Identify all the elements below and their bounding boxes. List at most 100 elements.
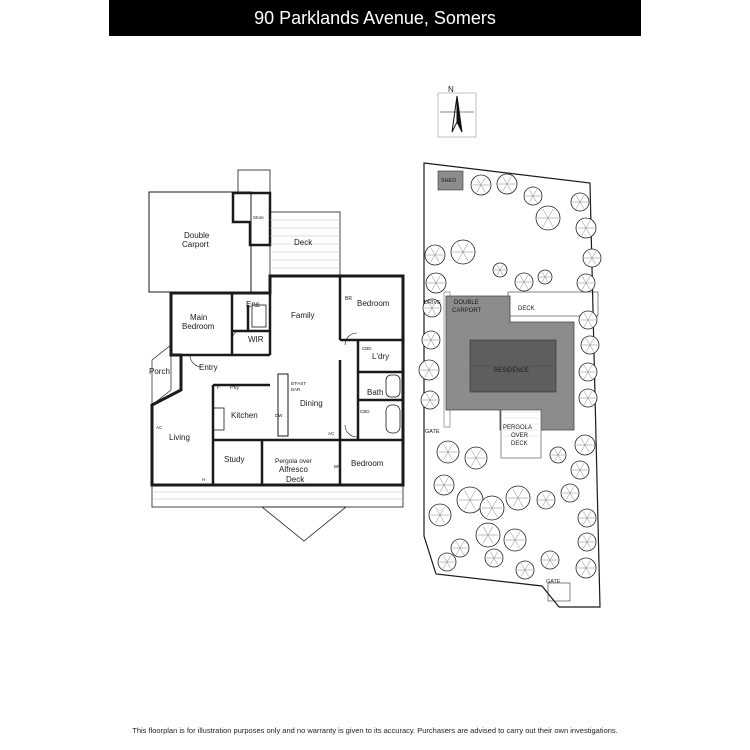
tree-branch xyxy=(520,275,525,283)
tree-branch xyxy=(491,507,498,517)
tree-branch xyxy=(583,517,588,525)
tree-branch xyxy=(443,484,449,493)
tree-branch xyxy=(581,220,587,229)
tree-branch xyxy=(541,276,546,283)
tree-branch xyxy=(469,490,476,501)
tree-branch xyxy=(588,257,593,265)
tree-branch xyxy=(502,176,508,185)
tree-branch xyxy=(546,553,551,561)
tree-branch xyxy=(581,567,587,576)
tree-branch xyxy=(541,271,546,278)
tree-branch xyxy=(430,247,436,256)
tree-branch xyxy=(424,362,430,371)
store-walls xyxy=(231,191,272,247)
room-label: Living xyxy=(169,433,190,442)
room-label: BR xyxy=(345,296,352,302)
tree-branch xyxy=(490,557,495,565)
floor-plan xyxy=(148,169,405,542)
tree-branch xyxy=(586,511,591,519)
tree-branch xyxy=(566,492,571,500)
tree-branch xyxy=(439,477,445,486)
tree-branch xyxy=(443,555,448,563)
siteplan-labels: SHED DRIVE DOUBLE CARPORT DECK RESIDENCE… xyxy=(424,178,561,585)
tree-branch xyxy=(486,507,493,517)
site-label: DOUBLE xyxy=(454,300,479,306)
tree-branch xyxy=(576,469,581,477)
tree-branch xyxy=(547,209,554,219)
tree-branch xyxy=(431,307,436,315)
tree-branch xyxy=(426,399,431,407)
tree-branch xyxy=(427,339,432,347)
disclaimer: This floorplan is for illustration purpo… xyxy=(132,726,618,735)
tree-branch xyxy=(424,369,430,378)
site-label: SHED xyxy=(441,178,456,184)
tree-branch xyxy=(462,243,469,253)
tree-branch xyxy=(429,399,434,407)
tree-branch xyxy=(581,560,587,569)
site-label: RESIDENCE xyxy=(494,368,529,374)
tree-branch xyxy=(586,338,591,346)
tree-branch xyxy=(447,451,453,461)
room-label: B'FAST xyxy=(291,381,306,386)
tree-branch xyxy=(512,489,519,499)
tree-branch xyxy=(499,264,504,271)
tree-branch xyxy=(514,539,520,549)
tree-branch xyxy=(480,177,486,186)
tree-branch xyxy=(584,444,590,453)
bathtub xyxy=(385,374,401,398)
tree-branch xyxy=(554,454,559,461)
tree-branch xyxy=(585,276,590,284)
tree-branch xyxy=(576,195,581,203)
tree-branch xyxy=(496,264,501,271)
tree-branch xyxy=(532,189,537,197)
tree-branch xyxy=(576,201,581,209)
carport-step xyxy=(237,169,271,194)
tree-branch xyxy=(576,463,581,471)
room-label: Store xyxy=(253,215,264,220)
tree-branch xyxy=(586,344,591,352)
tree-branch xyxy=(490,551,495,559)
room-label: Pergola over xyxy=(275,458,313,465)
tree-branch xyxy=(586,535,591,543)
tree-branch xyxy=(589,338,594,346)
tree-branch xyxy=(462,251,469,261)
tree-branch xyxy=(464,490,471,501)
title-bar: 90 Parklands Avenue, Somers xyxy=(109,0,641,36)
tree-branch xyxy=(517,489,524,499)
room-label: Family xyxy=(291,311,315,320)
tree-branch xyxy=(506,176,512,185)
tree-branch xyxy=(493,551,498,559)
site-label: CARPORT xyxy=(452,308,482,314)
tree-branch xyxy=(546,559,551,567)
tree-branch xyxy=(486,499,493,509)
compass-label: N xyxy=(448,85,454,94)
room-label: Carport xyxy=(182,240,209,249)
tree-branch xyxy=(557,454,562,461)
tree-branch xyxy=(435,514,441,524)
tree-branch xyxy=(431,275,437,284)
tree-branch xyxy=(487,534,494,544)
tree-branch xyxy=(529,189,534,197)
tree-branch xyxy=(493,557,498,565)
tree-branch xyxy=(582,282,587,290)
room-label: WIR xyxy=(248,335,264,344)
tree-branch xyxy=(429,393,434,401)
tree-branch xyxy=(499,269,504,276)
tree-branch xyxy=(585,567,591,576)
tree-branch xyxy=(581,227,587,236)
tree-branch xyxy=(480,184,486,193)
tree-branch xyxy=(487,526,494,536)
tree-branch xyxy=(545,493,550,501)
tree-branch xyxy=(582,276,587,284)
tree-branch xyxy=(430,333,435,341)
tree-branch xyxy=(431,282,437,291)
tree-branch xyxy=(585,282,590,290)
site-label: DRIVE xyxy=(424,300,441,306)
tree-branch xyxy=(523,275,528,283)
room-label: Main xyxy=(190,313,207,322)
tree-branch xyxy=(459,547,464,555)
room-label: Porch xyxy=(149,367,170,376)
tree-branch xyxy=(456,547,461,555)
porch-steps xyxy=(151,344,172,406)
